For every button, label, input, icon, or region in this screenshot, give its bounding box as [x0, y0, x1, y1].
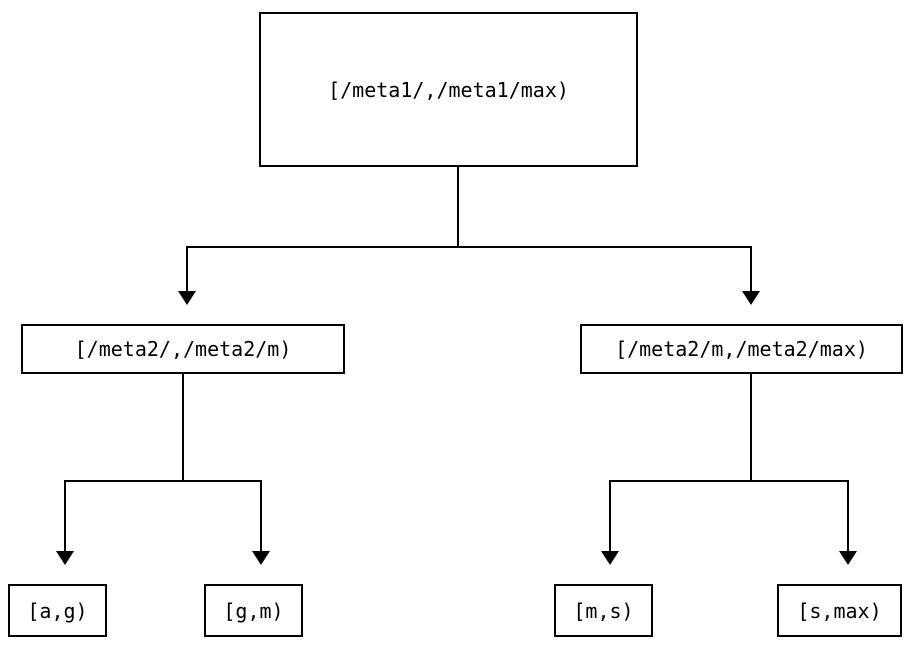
connector-mid-left-bar	[64, 480, 262, 482]
node-root-label: [/meta1/,/meta1/max)	[328, 77, 569, 102]
connector-mid-right-to-leaf-4	[847, 480, 849, 552]
connector-root-stem	[457, 167, 459, 248]
connector-root-to-mid-right	[750, 246, 752, 292]
arrow-to-leaf-4	[839, 551, 857, 565]
node-leaf-1[interactable]: [a,g)	[8, 584, 107, 637]
node-leaf-4[interactable]: [s,max)	[777, 584, 902, 637]
connector-mid-left-to-leaf-2	[260, 480, 262, 552]
arrow-to-mid-left	[178, 291, 196, 305]
node-mid-left-label: [/meta2/,/meta2/m)	[74, 337, 292, 361]
node-leaf-3-label: [m,s)	[573, 598, 634, 623]
connector-mid-left-stem	[182, 374, 184, 482]
connector-mid-right-to-leaf-3	[609, 480, 611, 552]
node-leaf-3[interactable]: [m,s)	[554, 584, 653, 637]
arrow-to-leaf-3	[601, 551, 619, 565]
connector-root-bar	[186, 246, 752, 248]
connector-mid-right-stem	[750, 374, 752, 482]
connector-root-to-mid-left	[186, 246, 188, 292]
connector-mid-right-bar	[609, 480, 848, 482]
connector-mid-left-to-leaf-1	[64, 480, 66, 552]
node-mid-right[interactable]: [/meta2/m,/meta2/max)	[580, 324, 903, 374]
node-leaf-2[interactable]: [g,m)	[204, 584, 303, 637]
node-leaf-4-label: [s,max)	[797, 598, 882, 623]
arrow-to-leaf-1	[56, 551, 74, 565]
arrow-to-leaf-2	[252, 551, 270, 565]
arrow-to-mid-right	[742, 291, 760, 305]
node-root[interactable]: [/meta1/,/meta1/max)	[259, 12, 638, 167]
node-mid-right-label: [/meta2/m,/meta2/max)	[615, 337, 868, 361]
node-mid-left[interactable]: [/meta2/,/meta2/m)	[21, 324, 345, 374]
node-leaf-2-label: [g,m)	[223, 598, 284, 623]
node-leaf-1-label: [a,g)	[27, 598, 88, 623]
